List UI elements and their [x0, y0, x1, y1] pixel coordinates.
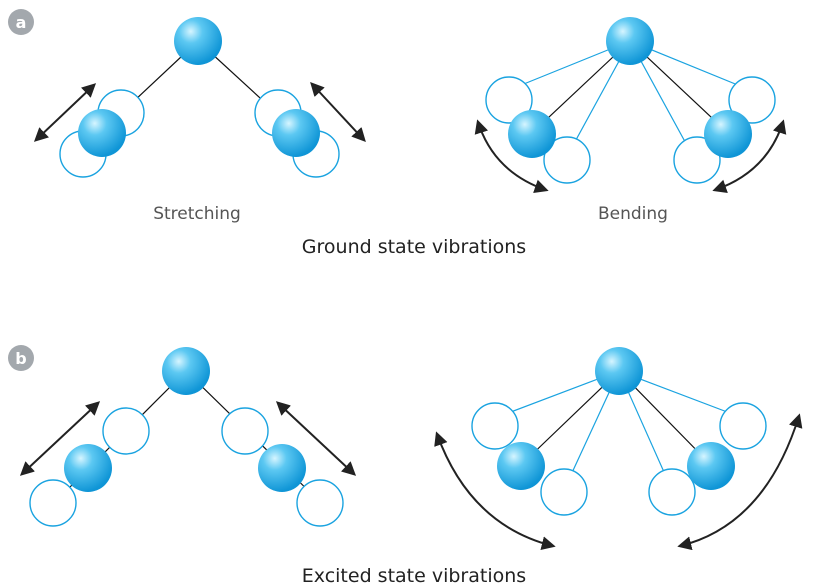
- central-atom: [595, 347, 643, 395]
- curved-double-headed-arrow-icon: [474, 119, 549, 193]
- panel-a-badge: a: [8, 9, 34, 35]
- ghost-atom: [471, 402, 519, 450]
- excited-bending-molecule: [434, 347, 803, 551]
- ground-stretching-molecule: [33, 17, 366, 178]
- atom-left: [78, 109, 126, 157]
- stretching-label: Stretching: [153, 204, 241, 224]
- excited-stretching-molecule: [19, 347, 357, 527]
- atom-right: [272, 109, 320, 157]
- atom-right: [687, 442, 735, 490]
- ghost-atom-left-inner: [102, 407, 150, 455]
- panel-a: a Stretching: [8, 9, 787, 258]
- panel-b-badge-letter: b: [15, 349, 26, 368]
- ground-state-caption: Ground state vibrations: [302, 236, 526, 258]
- panel-b-badge: b: [8, 345, 34, 371]
- ghost-atom-left-outer: [29, 479, 77, 527]
- curved-double-headed-arrow-icon: [712, 119, 787, 193]
- ghost-atom-right-inner: [221, 407, 269, 455]
- central-atom: [606, 17, 654, 65]
- double-headed-arrow-icon: [19, 401, 101, 476]
- central-atom: [174, 17, 222, 65]
- central-atom: [162, 347, 210, 395]
- panel-b: b: [8, 345, 803, 587]
- atom-right: [258, 444, 306, 492]
- atom-right: [704, 110, 752, 158]
- atom-left: [64, 444, 112, 492]
- double-headed-arrow-icon: [310, 81, 366, 143]
- bending-label: Bending: [598, 204, 668, 224]
- atom-left: [508, 110, 556, 158]
- double-headed-arrow-icon: [33, 83, 97, 142]
- atom-left: [497, 442, 545, 490]
- ghost-atom: [719, 402, 767, 450]
- double-headed-arrow-icon: [275, 401, 357, 476]
- panel-a-badge-letter: a: [16, 13, 27, 32]
- curved-double-headed-arrow-icon: [434, 431, 556, 551]
- ghost-atom: [540, 468, 588, 516]
- curved-double-headed-arrow-icon: [677, 413, 803, 551]
- ghost-atom-right-outer: [296, 479, 344, 527]
- excited-state-caption: Excited state vibrations: [302, 565, 526, 587]
- ghost-atom: [648, 468, 696, 516]
- ground-bending-molecule: [474, 17, 787, 193]
